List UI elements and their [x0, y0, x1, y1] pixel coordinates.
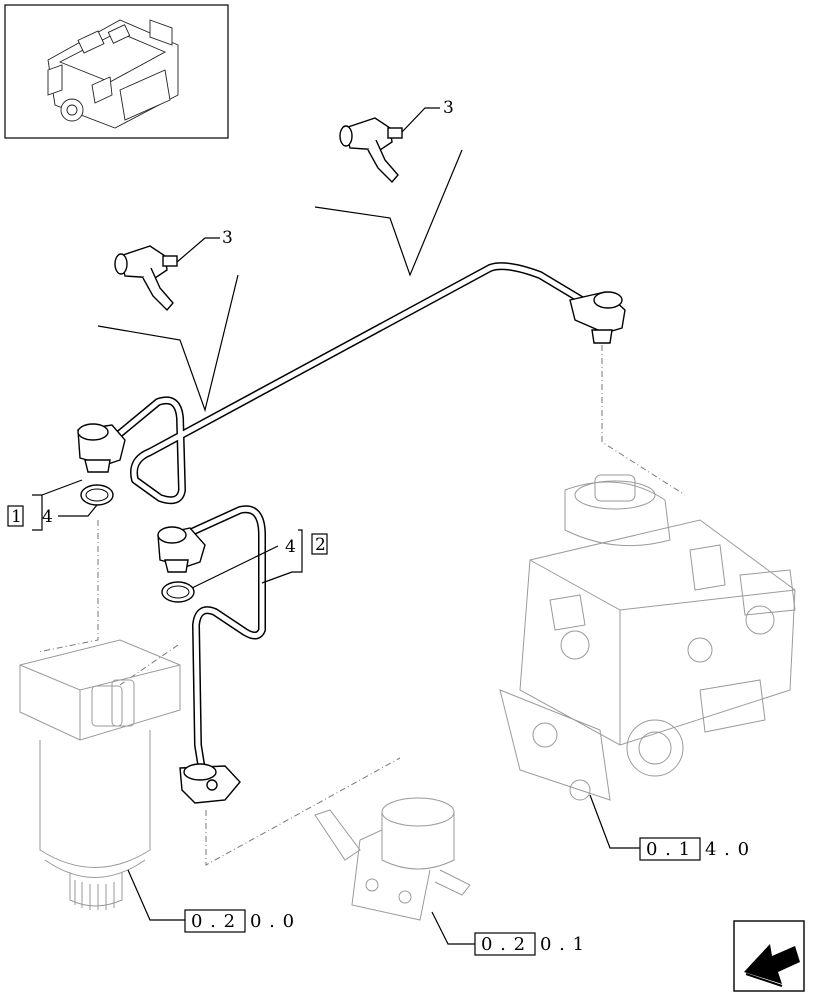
lower-fuel-pipe — [181, 505, 266, 774]
back-arrow-icon[interactable] — [733, 920, 805, 992]
fitting-item-3-upper — [339, 117, 403, 184]
feed-pump-ghost — [314, 797, 471, 921]
banjo-fitting-upper-right — [569, 291, 626, 344]
o-ring-right — [161, 581, 195, 603]
svg-text:2: 2 — [315, 535, 326, 555]
callout-box-2: 2 — [311, 533, 328, 555]
banjo-fitting-upper-left — [77, 423, 126, 473]
banjo-fitting-lower-top — [157, 526, 206, 573]
ref-link-injection-pump[interactable]: 0 . 1 4 . 0 — [639, 837, 750, 861]
callout-4-right: 4 — [285, 537, 296, 557]
svg-text:0 . 2: 0 . 2 — [481, 934, 526, 955]
callout-3-upper: 3 — [443, 98, 454, 118]
callout-4-left: 4 — [42, 507, 53, 527]
svg-text:0 . 1: 0 . 1 — [540, 934, 585, 955]
fuel-filter-ghost — [19, 639, 181, 910]
ref-link-fuel-filter[interactable]: 0 . 2 0 . 0 — [184, 909, 295, 933]
banjo-fitting-lower-bottom — [179, 763, 241, 804]
o-ring-left — [80, 484, 114, 506]
svg-text:0 . 2: 0 . 2 — [191, 911, 236, 932]
ref-link-feed-pump[interactable]: 0 . 2 0 . 1 — [474, 932, 585, 956]
svg-text:0 . 0: 0 . 0 — [250, 911, 295, 932]
injection-pump-ghost — [499, 474, 796, 801]
callout-3-lower: 3 — [222, 228, 233, 248]
callout-leaders — [32, 107, 640, 945]
centerlines — [37, 345, 686, 866]
fitting-item-3-lower — [114, 245, 178, 312]
svg-text:1: 1 — [11, 507, 22, 527]
engine-thumbnail-icon[interactable] — [4, 4, 229, 139]
svg-text:4 . 0: 4 . 0 — [705, 839, 750, 860]
upper-fuel-pipe — [108, 262, 594, 505]
callout-box-1: 1 — [7, 505, 24, 527]
leader-lines — [97, 149, 463, 413]
svg-text:0 . 1: 0 . 1 — [646, 839, 691, 860]
